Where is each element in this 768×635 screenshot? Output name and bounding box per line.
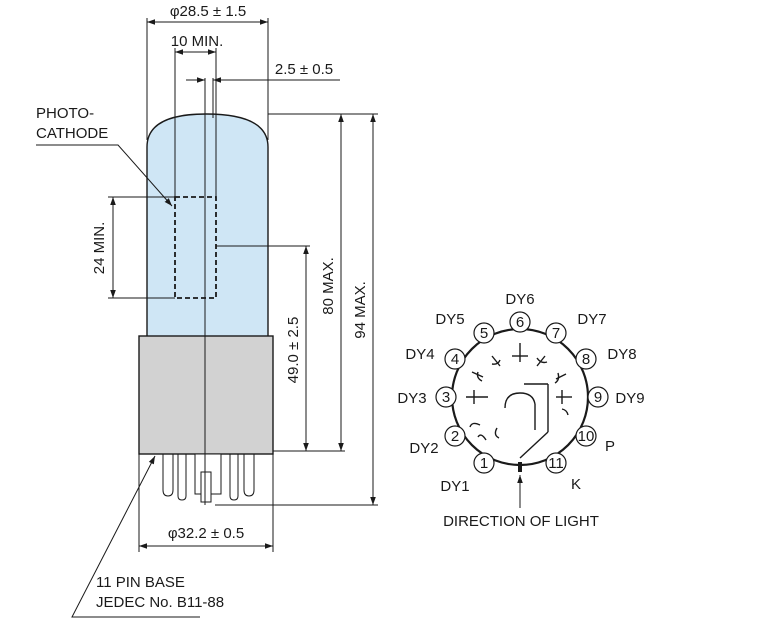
- pin-6-name: DY6: [505, 291, 534, 308]
- bulb-diameter-dim: φ28.5 ± 1.5: [170, 3, 246, 20]
- pin-1-number: 1: [480, 455, 488, 472]
- base-pins: [162, 453, 255, 503]
- pin-8-name: DY8: [607, 346, 636, 363]
- photocathode-window: [174, 196, 217, 299]
- offset-dim: 2.5 ± 0.5: [275, 61, 333, 78]
- pin-7-name: DY7: [577, 311, 606, 328]
- pin-1-name: DY1: [440, 478, 469, 495]
- pin-2-circle: [444, 425, 466, 447]
- tube-base: [138, 335, 274, 455]
- photocathode-label-line2: CATHODE: [36, 125, 108, 142]
- pin-10-name: P: [605, 438, 615, 455]
- pin-3-circle: [435, 386, 457, 408]
- total-height-dim: 94 MAX.: [352, 281, 369, 339]
- pin-10-number: 10: [578, 428, 595, 445]
- pin-11-name: K: [571, 476, 581, 493]
- pin-6-number: 6: [516, 314, 524, 331]
- pin-5-number: 5: [480, 325, 488, 342]
- pin-7-circle: [545, 322, 567, 344]
- base-label-line2: JEDEC No. B11-88: [96, 594, 224, 611]
- base-label-line1: 11 PIN BASE: [96, 574, 185, 591]
- pin-3-name: DY3: [397, 390, 426, 407]
- window-height-dim: 24 MIN.: [91, 222, 108, 275]
- dynode-symbols: [466, 343, 572, 459]
- dimension-lines: [36, 18, 378, 618]
- pin-5-circle: [473, 322, 495, 344]
- tube-side-view: [138, 78, 274, 505]
- pin-9-circle: [587, 386, 609, 408]
- photocathode-label-line1: PHOTO-: [36, 105, 94, 122]
- pin-5-name: DY5: [435, 311, 464, 328]
- light-key: [518, 462, 522, 472]
- pin-11-number: 11: [548, 455, 564, 472]
- pin-9-number: 9: [594, 389, 602, 406]
- base-diameter-dim: φ32.2 ± 0.5: [168, 525, 244, 542]
- pin-2-name: DY2: [409, 440, 438, 457]
- pin-8-circle: [575, 348, 597, 370]
- pin-10-circle: [575, 425, 597, 447]
- pin-8-number: 8: [582, 351, 590, 368]
- pin-6-circle: [509, 311, 531, 333]
- pin-9-name: DY9: [615, 390, 644, 407]
- pin-2-number: 2: [451, 428, 459, 445]
- pin-4-name: DY4: [405, 346, 434, 363]
- window-center-dim: 49.0 ± 2.5: [285, 317, 302, 384]
- pin-4-number: 4: [451, 351, 459, 368]
- pin-3-number: 3: [442, 389, 450, 406]
- direction-of-light-label: DIRECTION OF LIGHT: [443, 513, 599, 530]
- pin-4-circle: [444, 348, 466, 370]
- pin-11-circle: [545, 452, 567, 474]
- glass-bulb: [146, 113, 269, 339]
- pin-1-circle: [473, 452, 495, 474]
- pin-7-number: 7: [552, 325, 560, 342]
- window-width-dim: 10 MIN.: [171, 33, 224, 50]
- bulb-height-dim: 80 MAX.: [320, 257, 337, 315]
